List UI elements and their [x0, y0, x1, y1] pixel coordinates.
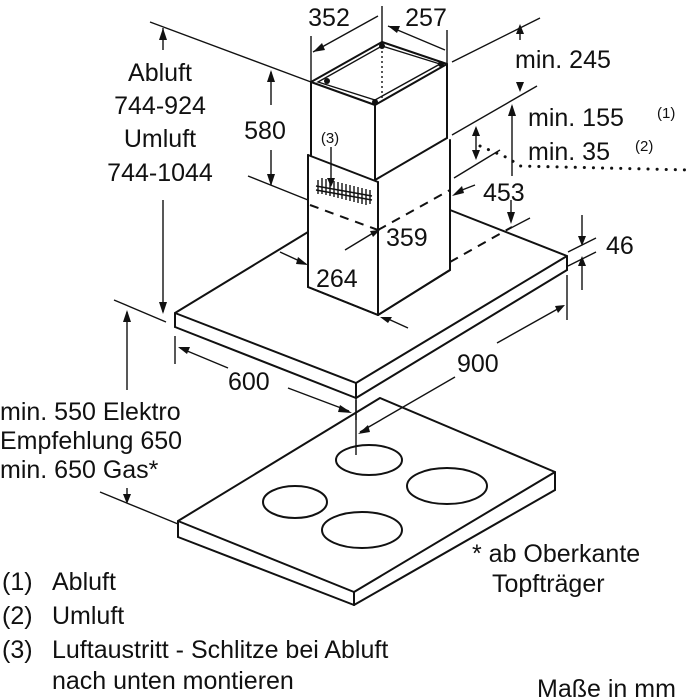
- label-umluft: Umluft: [124, 125, 196, 153]
- legend-3-text-cont: nach unten montieren: [52, 667, 294, 695]
- ref-umluft: (2): [635, 138, 653, 155]
- labels: 352 257 Abluft 744-924 Umluft 744-1044 5…: [0, 4, 676, 700]
- dim-canopy-thickness: 46: [606, 232, 634, 260]
- ref-vent-slots: (3): [321, 130, 339, 147]
- ref-abluft: (1): [657, 105, 675, 122]
- upper-chimney: [310, 41, 448, 181]
- dim-lower-chimney-width: 359: [386, 224, 428, 252]
- legend-1-num: (1): [2, 568, 33, 596]
- legend-3-num: (3): [2, 636, 33, 664]
- canopy: [174, 209, 568, 399]
- dim-umluft-range: 744-1044: [107, 159, 213, 187]
- label-abluft: Abluft: [128, 59, 192, 87]
- clearance-recommended: Empfehlung 650: [0, 427, 182, 455]
- footnote-line2: Topfträger: [492, 570, 605, 598]
- dim-chimney-width: 352: [308, 4, 350, 32]
- dimension-lines: [99, 6, 692, 525]
- dim-chimney-depth: 257: [405, 4, 447, 32]
- dim-canopy-depth: 600: [228, 368, 270, 396]
- legend-1-text: Abluft: [52, 568, 116, 596]
- legend-2-num: (2): [2, 602, 33, 630]
- legend-2-text: Umluft: [52, 602, 124, 630]
- dim-ceiling-gap: min. 245: [515, 46, 611, 74]
- units-note: Maße in mm: [537, 675, 676, 700]
- dim-lower-chimney-depth: 264: [316, 265, 358, 293]
- burner-rear: [335, 444, 403, 476]
- legend-3-text: Luftaustritt - Schlitze bei Abluft: [52, 636, 388, 664]
- vent-slots: [315, 178, 373, 205]
- dim-453: 453: [483, 179, 525, 207]
- dim-abluft-range: 744-924: [114, 92, 206, 120]
- clearance-gas: min. 650 Gas*: [0, 456, 159, 484]
- burner-left: [262, 485, 328, 519]
- burner-right: [406, 467, 488, 505]
- burner-front: [321, 511, 403, 549]
- dim-min-35: min. 35: [528, 138, 610, 166]
- dim-canopy-width: 900: [457, 350, 499, 378]
- footnote-line1: * ab Oberkante: [472, 540, 640, 568]
- clearance-electric: min. 550 Elektro: [0, 398, 181, 426]
- dim-min-155: min. 155: [528, 104, 624, 132]
- dim-chimney-height: 580: [244, 117, 286, 145]
